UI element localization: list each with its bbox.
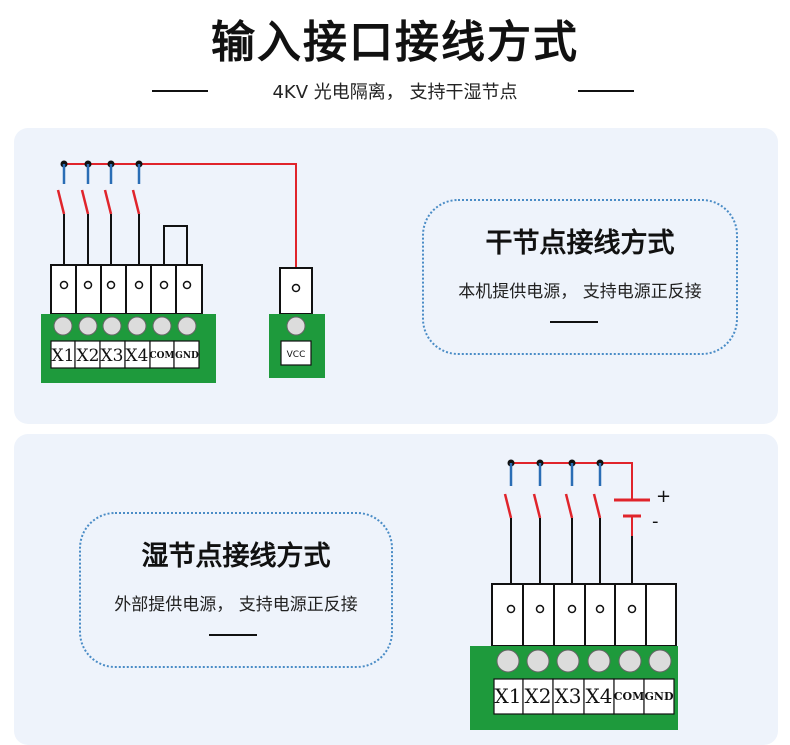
wet-contact-info-bubble: 湿节点接线方式 外部提供电源， 支持电源正反接 [79,512,393,668]
wet-contact-description: 外部提供电源， 支持电源正反接 [114,595,358,615]
dry-switch-4 [131,164,141,280]
wet-switch-1 [503,463,513,598]
wet-bus-wire [511,462,633,500]
dry-label-com: COM [150,351,175,361]
dry-contact-description: 本机提供电源， 支持电源正反接 [458,282,702,302]
subtitle-left-rule [152,90,208,92]
page-title: 输入接口接线方式 [211,17,579,68]
wet-contact-divider [209,634,257,636]
dry-label-x1: X1 [52,346,75,366]
dry-contact-info-bubble: 干节点接线方式 本机提供电源， 支持电源正反接 [422,199,738,355]
battery-minus-sign: - [652,511,659,532]
vcc-label: VCC [287,350,306,360]
dry-contact-divider [550,321,598,323]
wet-label-x3: X3 [555,684,582,708]
wet-label-com: COM [614,690,645,703]
dry-label-x3: X3 [101,346,124,366]
wet-label-x4: X4 [586,684,613,708]
wet-switch-2 [532,463,542,598]
subtitle: 4KV 光电隔离， 支持干湿节点 [272,82,518,103]
wet-label-x1: X1 [495,684,522,708]
dry-label-x2: X2 [77,346,100,366]
dry-label-x4: X4 [126,346,149,366]
dry-contact-title: 干节点接线方式 [485,228,675,259]
wet-contact-title: 湿节点接线方式 [141,541,331,572]
dry-switch-3 [103,164,113,280]
wet-switch-3 [564,463,574,598]
dry-com-gnd-jumper [163,225,188,280]
dry-label-gnd: GND [175,351,199,361]
battery-plus-sign: + [656,486,671,507]
subtitle-row: 4KV 光电隔离， 支持干湿节点 [0,76,790,106]
wet-label-x2: X2 [525,684,552,708]
dry-wiring: X1 X2 X3 X4 COM GND VCC [41,160,325,383]
wet-wiring: + - X1 X2 [470,459,678,730]
wet-switch-4 [592,463,602,598]
dry-switch-2 [80,164,90,280]
subtitle-right-rule [578,90,634,92]
dry-switch-1 [56,164,66,280]
wet-label-gnd: GND [645,690,674,703]
